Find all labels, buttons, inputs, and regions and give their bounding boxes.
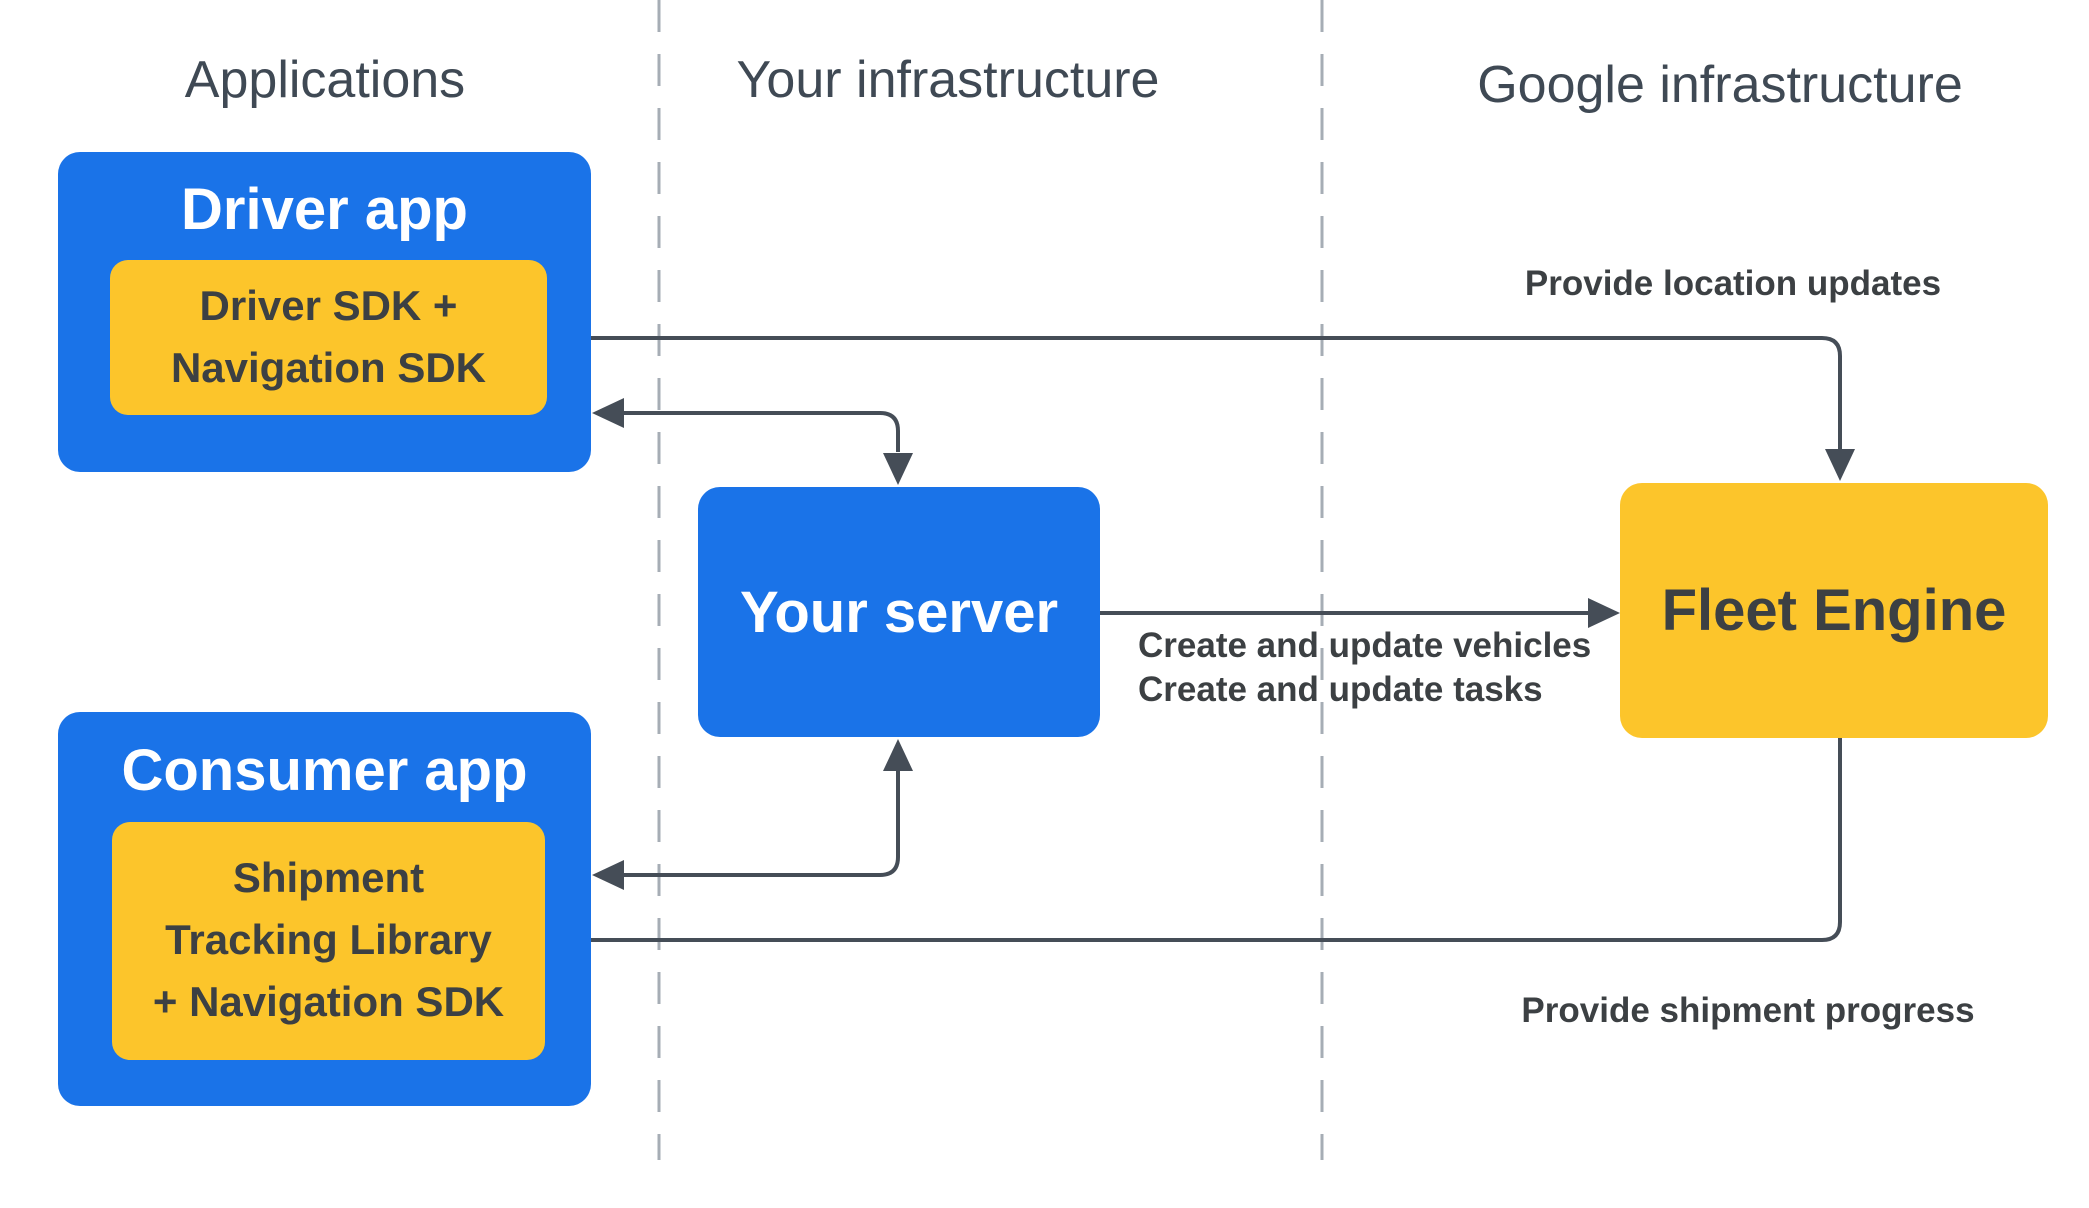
driver-sdk-line-2: Navigation SDK — [170, 344, 487, 391]
edge-consumer-app-your-server — [621, 770, 900, 877]
consumer-sdk-line-1: Shipment — [232, 854, 425, 901]
fleet-engine-title: Fleet Engine — [1661, 578, 2007, 643]
node-consumer-app: Consumer app Shipment Tracking Library +… — [58, 712, 591, 1106]
driver-app-title: Driver app — [181, 177, 468, 242]
label-create-and-update-tasks: Create and update tasks — [1138, 670, 1543, 709]
edge-provide-location-updates — [578, 336, 1842, 452]
consumer-app-title: Consumer app — [121, 738, 528, 803]
label-create-and-update-vehicles: Create and update vehicles — [1138, 626, 1592, 665]
node-driver-sdk: Driver SDK + Navigation SDK — [110, 260, 547, 415]
label-create-and-update: Create and update vehicles Create and up… — [1138, 624, 1591, 712]
your-server-title: Your server — [739, 579, 1059, 645]
label-provide-location-updates: Provide location updates — [1524, 264, 1942, 303]
edge-provide-shipment-progress — [578, 738, 1842, 942]
arrowhead-into-your-server-top — [883, 453, 913, 485]
node-fleet-engine: Fleet Engine — [1620, 483, 2048, 738]
edge-driver-app-your-server — [621, 411, 900, 452]
column-header-your-infrastructure: Your infrastructure — [736, 51, 1160, 109]
consumer-sdk-line-2: Tracking Library — [165, 916, 492, 963]
arrowhead-into-fleet-engine-left — [1588, 598, 1620, 628]
driver-sdk-line-1: Driver SDK + — [199, 282, 458, 329]
arrowhead-into-your-server-bottom — [883, 739, 913, 771]
node-shipment-tracking-library: Shipment Tracking Library + Navigation S… — [112, 822, 545, 1060]
node-your-server: Your server — [698, 487, 1100, 737]
node-driver-app: Driver app Driver SDK + Navigation SDK — [58, 152, 591, 472]
label-provide-shipment-progress: Provide shipment progress — [1521, 991, 1975, 1030]
consumer-sdk-line-3: + Navigation SDK — [152, 978, 505, 1025]
column-header-applications: Applications — [184, 51, 466, 109]
column-header-google-infrastructure: Google infrastructure — [1477, 56, 1963, 114]
arrowhead-into-driver-app — [592, 398, 624, 428]
arrowhead-into-fleet-engine-top — [1825, 449, 1855, 481]
arrowhead-into-consumer-app — [592, 860, 624, 890]
